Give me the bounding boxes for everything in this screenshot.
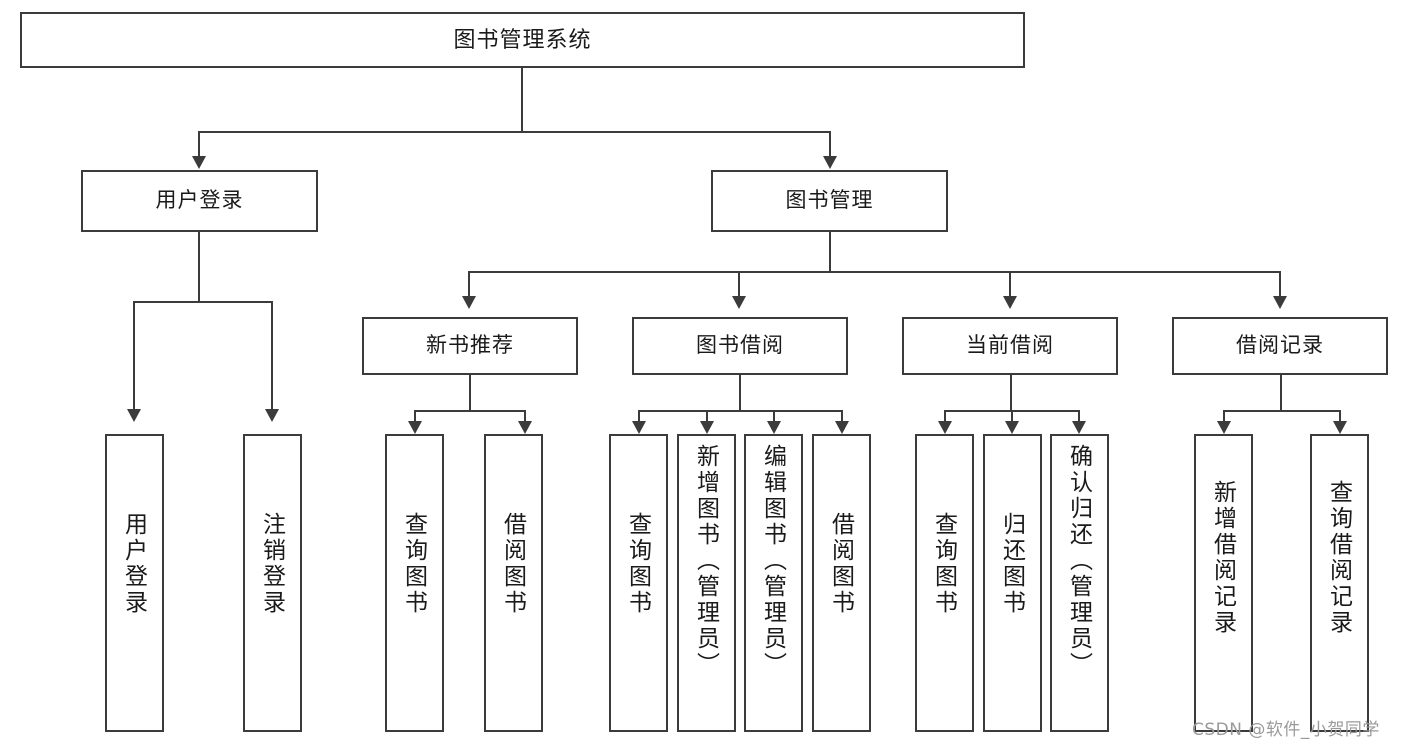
connector-level1-bus (198, 131, 830, 133)
leaf-label: 编辑图书（管理员） (760, 444, 787, 678)
arrowhead-leaf-current-2 (1005, 421, 1019, 434)
connector-borrow-drop-4 (841, 410, 843, 424)
connector-record-drop-2 (1339, 410, 1341, 424)
leaf-borrow-edit-book-admin[interactable]: 编辑图书（管理员） (744, 434, 803, 732)
arrowhead-leaf-current-3 (1072, 421, 1086, 434)
node-current-borrow[interactable]: 当前借阅 (902, 317, 1118, 375)
leaf-label: 归还图书 (999, 512, 1026, 616)
connector-user-login-drop-1 (133, 301, 135, 411)
leaf-logout[interactable]: 注销登录 (243, 434, 302, 732)
leaf-label: 查询借阅记录 (1326, 480, 1353, 636)
connector-user-login-trunk (198, 232, 200, 302)
arrowhead-level2-3 (1003, 296, 1017, 309)
leaf-borrow-add-book-admin[interactable]: 新增图书（管理员） (677, 434, 736, 732)
node-label: 新书推荐 (426, 334, 514, 358)
node-book-borrow[interactable]: 图书借阅 (632, 317, 848, 375)
connector-level2-drop-3 (1009, 271, 1011, 298)
leaf-label: 用户登录 (121, 512, 148, 616)
connector-root-trunk (521, 68, 523, 132)
node-label: 图书管理 (785, 189, 874, 213)
connector-user-login-bus (133, 301, 271, 303)
leaf-borrow-query-book[interactable]: 查询图书 (609, 434, 668, 732)
leaf-user-login[interactable]: 用户登录 (105, 434, 164, 732)
leaf-label: 查询图书 (625, 512, 652, 616)
connector-level2-drop-4 (1279, 271, 1281, 298)
connector-current-trunk (1010, 375, 1012, 411)
connector-record-drop-1 (1223, 410, 1225, 424)
node-borrow-record[interactable]: 借阅记录 (1172, 317, 1388, 375)
node-root-book-management-system[interactable]: 图书管理系统 (20, 12, 1025, 68)
connector-recommend-drop-2 (524, 410, 526, 424)
arrowhead-leaf-current-1 (938, 421, 952, 434)
leaf-label: 注销登录 (259, 512, 286, 616)
leaf-current-confirm-return-admin[interactable]: 确认归还（管理员） (1050, 434, 1109, 732)
connector-level1-drop-2 (829, 131, 831, 158)
leaf-label: 查询图书 (931, 512, 958, 616)
leaf-label: 借阅图书 (500, 512, 527, 616)
leaf-label: 查询图书 (401, 512, 428, 616)
node-book-management[interactable]: 图书管理 (711, 170, 948, 232)
connector-borrow-drop-1 (638, 410, 640, 424)
connector-borrow-drop-3 (773, 410, 775, 424)
connector-level2-bus (468, 271, 1280, 273)
arrowhead-level1-2 (823, 156, 837, 169)
connector-recommend-trunk (469, 375, 471, 411)
leaf-label: 确认归还（管理员） (1066, 444, 1093, 678)
connector-book-management-trunk (829, 232, 831, 272)
node-label: 图书管理系统 (453, 26, 592, 52)
connector-borrow-drop-2 (706, 410, 708, 424)
arrowhead-level2-2 (732, 296, 746, 309)
connector-recommend-bus (414, 410, 525, 412)
arrowhead-leaf-record-1 (1217, 421, 1231, 434)
leaf-current-query-book[interactable]: 查询图书 (915, 434, 974, 732)
arrowhead-level2-1 (462, 296, 476, 309)
leaf-record-add-borrow-record[interactable]: 新增借阅记录 (1194, 434, 1253, 732)
connector-borrow-trunk (739, 375, 741, 411)
arrowhead-level2-4 (1273, 296, 1287, 309)
connector-record-trunk (1280, 375, 1282, 411)
connector-user-login-drop-2 (271, 301, 273, 411)
arrowhead-leaf-recommend-1 (408, 421, 422, 434)
leaf-borrow-borrow-book[interactable]: 借阅图书 (812, 434, 871, 732)
node-new-book-recommend[interactable]: 新书推荐 (362, 317, 578, 375)
leaf-record-query-borrow-record[interactable]: 查询借阅记录 (1310, 434, 1369, 732)
connector-current-drop-1 (944, 410, 946, 424)
connector-recommend-drop-1 (414, 410, 416, 424)
connector-borrow-bus (638, 410, 842, 412)
node-label: 当前借阅 (966, 334, 1054, 358)
arrowhead-leaf-borrow-1 (632, 421, 646, 434)
leaf-recommend-query-book[interactable]: 查询图书 (385, 434, 444, 732)
csdn-watermark: CSDN @软件_小贺同学 (1192, 720, 1380, 740)
connector-level2-drop-2 (738, 271, 740, 298)
connector-record-bus (1223, 410, 1341, 412)
arrowhead-leaf-borrow-4 (835, 421, 849, 434)
leaf-label: 新增图书（管理员） (693, 444, 720, 678)
arrowhead-leaf-record-2 (1333, 421, 1347, 434)
node-label: 用户登录 (155, 189, 244, 213)
connector-level1-drop-1 (198, 131, 200, 158)
arrowhead-level1-1 (192, 156, 206, 169)
connector-current-drop-3 (1078, 410, 1080, 424)
leaf-recommend-borrow-book[interactable]: 借阅图书 (484, 434, 543, 732)
node-user-login[interactable]: 用户登录 (81, 170, 318, 232)
leaf-label: 借阅图书 (828, 512, 855, 616)
arrowhead-leaf-borrow-2 (700, 421, 714, 434)
leaf-current-return-book[interactable]: 归还图书 (983, 434, 1042, 732)
connector-level2-drop-1 (468, 271, 470, 298)
leaf-label: 新增借阅记录 (1210, 480, 1237, 636)
node-label: 图书借阅 (696, 334, 784, 358)
arrowhead-leaf-borrow-3 (767, 421, 781, 434)
arrowhead-leaf-logout (265, 409, 279, 422)
node-label: 借阅记录 (1236, 334, 1324, 358)
arrowhead-leaf-user-login (127, 409, 141, 422)
arrowhead-leaf-recommend-2 (518, 421, 532, 434)
connector-current-drop-2 (1011, 410, 1013, 424)
